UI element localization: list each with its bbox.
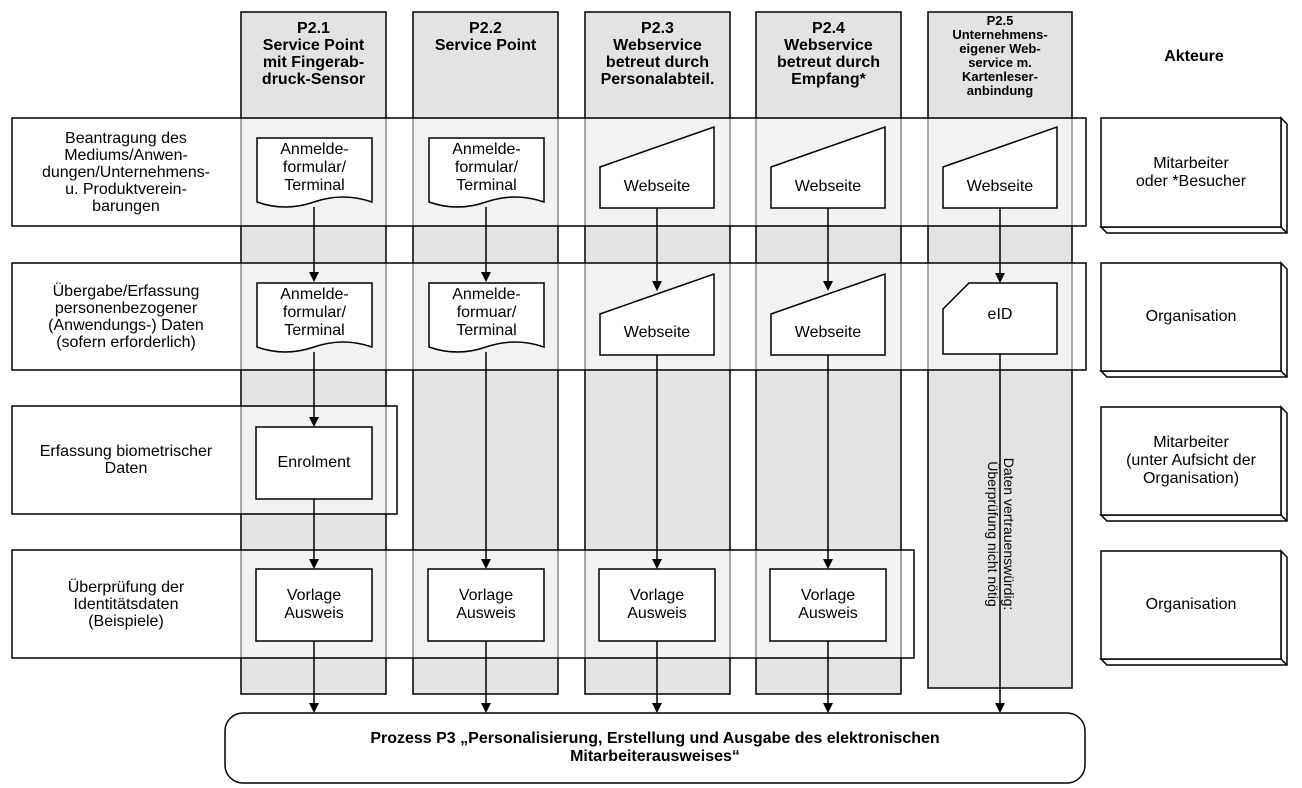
- web-r1-p23: [599, 125, 715, 209]
- enrolment-rect: [255, 426, 373, 500]
- vorlage-rect-p21: [255, 568, 373, 642]
- doc-r1-p21: [256, 137, 373, 208]
- actor-box-2: [1099, 261, 1288, 378]
- web-r2-p23: [599, 272, 715, 356]
- column-heading-p23: P2.3 Webservice betreut durch Personalab…: [600, 20, 715, 88]
- row-label-2: Übergabe/Erfassung personenbezogener (An…: [48, 282, 204, 351]
- vorlage-label-p23: Vorlage Ausweis: [627, 587, 687, 622]
- flow-arrows: [309, 207, 1005, 713]
- process-p3-label: Prozess P3 „Personalisierung, Erstellung…: [370, 730, 940, 765]
- webpage-shapes: [599, 125, 1058, 356]
- shape-text-r1-p21: Anmelde- formular/ Terminal: [280, 141, 349, 194]
- process-rects: [255, 426, 887, 642]
- vorlage-rect-p22: [427, 568, 545, 642]
- p25-vertical-note: Daten vertrauenswürdig: Überprüfung nich…: [985, 457, 1017, 611]
- doc-r2-p21: [256, 282, 373, 353]
- vorlage-label-p24: Vorlage Ausweis: [798, 587, 858, 622]
- vorlage-label-p22: Vorlage Ausweis: [456, 587, 516, 622]
- web-r1-p25: [942, 125, 1058, 209]
- vorlage-rect-p23: [598, 568, 716, 642]
- shape-text-r2-p24: Webseite: [794, 324, 862, 341]
- doc-r1-p22: [428, 137, 545, 208]
- actor-label-4: Organisation: [1145, 596, 1237, 613]
- row-band-1: [11, 117, 1087, 227]
- process-p3-box: [224, 712, 1086, 784]
- vorlage-rect-p24: [769, 568, 887, 642]
- row-label-4: Überprüfung der Identitätsdaten (Beispie…: [67, 578, 185, 630]
- column-heading-p24: P2.4 Webservice betreut durch Empfang*: [776, 20, 881, 88]
- shape-text-r2-p21: Anmelde- formular/ Terminal: [280, 286, 349, 339]
- document-shapes: [256, 137, 545, 353]
- actors-heading: Akteure: [1164, 48, 1224, 65]
- enrolment-label: Enrolment: [277, 454, 351, 471]
- shape-text-r1-p25: Webseite: [966, 178, 1034, 195]
- web-r2-p24: [770, 272, 886, 356]
- actor-label-1: Mitarbeiter oder *Besucher: [1135, 154, 1247, 190]
- column-heading-p22: P2.2 Service Point: [434, 20, 537, 54]
- actor-box-3: [1099, 405, 1288, 522]
- row-label-3: Erfassung biometrischer Daten: [39, 443, 213, 477]
- column-heading-p25: P2.5 Unternehmens- eigener Web- service …: [952, 13, 1048, 98]
- actor-box-4: [1099, 549, 1288, 666]
- row-label-1: Beantragung des Mediums/Anwen- dungen/Un…: [41, 129, 211, 215]
- column-heading-p21: P2.1 Service Point mit Fingerab- druck-S…: [261, 20, 366, 88]
- shape-text-r1-p23: Webseite: [623, 178, 691, 195]
- actor-label-2: Organisation: [1145, 308, 1237, 325]
- vorlage-label-p21: Vorlage Ausweis: [284, 587, 344, 622]
- shape-text-r1-p24: Webseite: [794, 178, 862, 195]
- web-r1-p24: [770, 125, 886, 209]
- actor-boxes: [1099, 116, 1288, 666]
- actor-label-3: Mitarbeiter (unter Aufsicht der Organisa…: [1126, 434, 1256, 487]
- eid-label: eID: [987, 306, 1013, 323]
- doc-r2-p22: [428, 282, 545, 353]
- shape-text-r2-p23: Webseite: [623, 324, 691, 341]
- shape-text-r2-p22: Anmelde- formuar/ Terminal: [452, 286, 521, 339]
- eid-card-shape: [942, 282, 1058, 355]
- actor-box-1: [1099, 116, 1288, 234]
- shape-text-r1-p22: Anmelde- formular/ Terminal: [452, 141, 521, 194]
- row-band-2: [11, 262, 1087, 371]
